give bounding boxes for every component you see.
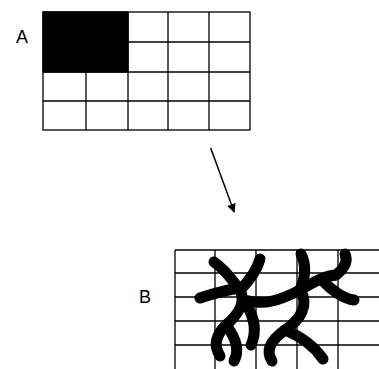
grid-panel: A	[43, 12, 250, 130]
grid-line	[175, 320, 379, 321]
branch	[285, 330, 323, 359]
branching-growth	[200, 254, 354, 361]
grid-line	[208, 12, 209, 130]
grid-border	[43, 12, 250, 130]
grid-line	[127, 12, 128, 130]
arrow	[211, 148, 234, 212]
branch	[226, 325, 237, 361]
grid-panel: B	[175, 250, 379, 369]
grid-line	[43, 71, 250, 72]
grid-line	[174, 250, 175, 369]
grid-line	[43, 41, 250, 42]
branch	[246, 304, 254, 345]
panel-letter: B	[139, 288, 151, 306]
branch	[336, 254, 346, 275]
branch	[322, 280, 354, 300]
grid-line	[175, 272, 379, 273]
grid-line	[167, 12, 168, 130]
branch	[240, 259, 260, 290]
panel-letter: A	[16, 28, 28, 46]
grid-b	[175, 250, 379, 369]
grid-line	[85, 12, 86, 130]
grid-a	[43, 12, 250, 130]
grid-line	[43, 100, 250, 101]
